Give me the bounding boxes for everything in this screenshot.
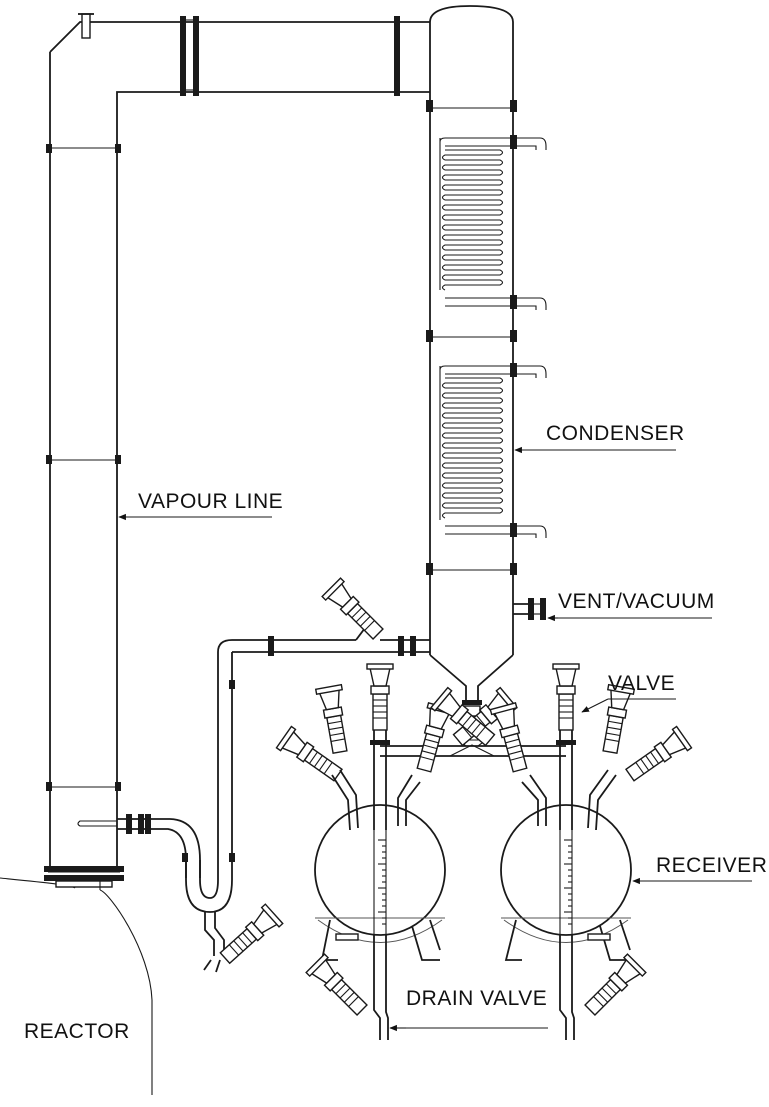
receiver-necks — [331, 769, 617, 831]
receiver-left — [314, 804, 446, 961]
coil-turn — [441, 159, 504, 171]
coil-turn — [441, 269, 504, 281]
trap-drain-valve — [215, 903, 284, 969]
receiver-side-valve-2 — [315, 684, 354, 755]
receiver-callout: RECEIVER — [632, 854, 767, 885]
coil-turn — [441, 387, 504, 399]
coil-turn — [441, 169, 504, 181]
condenser-coil-upper — [439, 135, 547, 310]
nozzle-flange — [510, 295, 517, 309]
reactor — [0, 877, 153, 1095]
vapour-return-piping — [117, 627, 430, 973]
vapour-line-callout: VAPOUR LINE — [118, 490, 283, 521]
drain-lines — [373, 935, 575, 1040]
drain-valve-right — [580, 953, 647, 1020]
coil-turn — [441, 229, 504, 241]
drain-valve-left — [305, 953, 372, 1020]
coil-turn — [441, 279, 504, 291]
coolant-inlet — [445, 137, 547, 150]
reactor-label: REACTOR — [24, 1020, 130, 1043]
condenser-callout: CONDENSER — [514, 422, 685, 454]
receiver-graduations — [378, 839, 572, 925]
coil-turn — [441, 457, 504, 469]
coil-turn — [441, 487, 504, 499]
coil-turn — [441, 497, 504, 509]
drain-valve-label: DRAIN VALVE — [406, 987, 547, 1010]
coil-header — [439, 137, 446, 290]
coil-turn — [441, 249, 504, 261]
drain-valve-callout: DRAIN VALVE — [389, 987, 548, 1032]
vent-vacuum-callout: VENT/VACUUM — [547, 590, 715, 622]
valve-callout: VALVE — [581, 672, 676, 713]
coil-turn — [441, 149, 504, 161]
vapour-line-label: VAPOUR LINE — [138, 490, 283, 513]
receiver-right — [500, 804, 632, 961]
coolant-outlet — [445, 525, 547, 538]
coil-turn — [441, 219, 504, 231]
vapour-line-valve — [321, 577, 388, 644]
coil-turn — [441, 447, 504, 459]
receiver-valve-right-top — [552, 663, 580, 731]
vapour-line — [44, 13, 430, 890]
coolant-inlet — [445, 365, 547, 378]
valve-label: VALVE — [608, 672, 675, 695]
coil-turn — [441, 209, 504, 221]
condenser-label: CONDENSER — [546, 422, 685, 445]
coil-turn — [441, 507, 504, 519]
coolant-outlet — [445, 297, 547, 310]
coil-turn — [441, 259, 504, 271]
receiver-valve-left-top — [366, 663, 394, 731]
coil-turn — [441, 477, 504, 489]
condenser — [426, 5, 546, 721]
coil-turn — [441, 377, 504, 389]
coil-turn — [441, 179, 504, 191]
coil-turn — [441, 467, 504, 479]
nozzle-flange — [510, 363, 517, 377]
coil-turn — [441, 427, 504, 439]
coil-turn — [441, 437, 504, 449]
receiver-label: RECEIVER — [656, 854, 767, 877]
coil-turn — [441, 417, 504, 429]
condenser-coil-lower — [439, 363, 547, 538]
receiver-side-valve-8 — [621, 725, 693, 787]
nozzle-flange — [510, 523, 517, 537]
coil-turn — [441, 397, 504, 409]
receiver-side-valve-7 — [596, 684, 635, 755]
coil-turn — [441, 239, 504, 251]
coil-header — [439, 365, 446, 520]
vent-vacuum-label: VENT/VACUUM — [558, 590, 715, 613]
coil-turn — [441, 407, 504, 419]
coil-turn — [441, 199, 504, 211]
receiver-side-valve-6 — [489, 702, 534, 775]
nozzle-flange — [510, 135, 517, 149]
coil-turn — [441, 189, 504, 201]
